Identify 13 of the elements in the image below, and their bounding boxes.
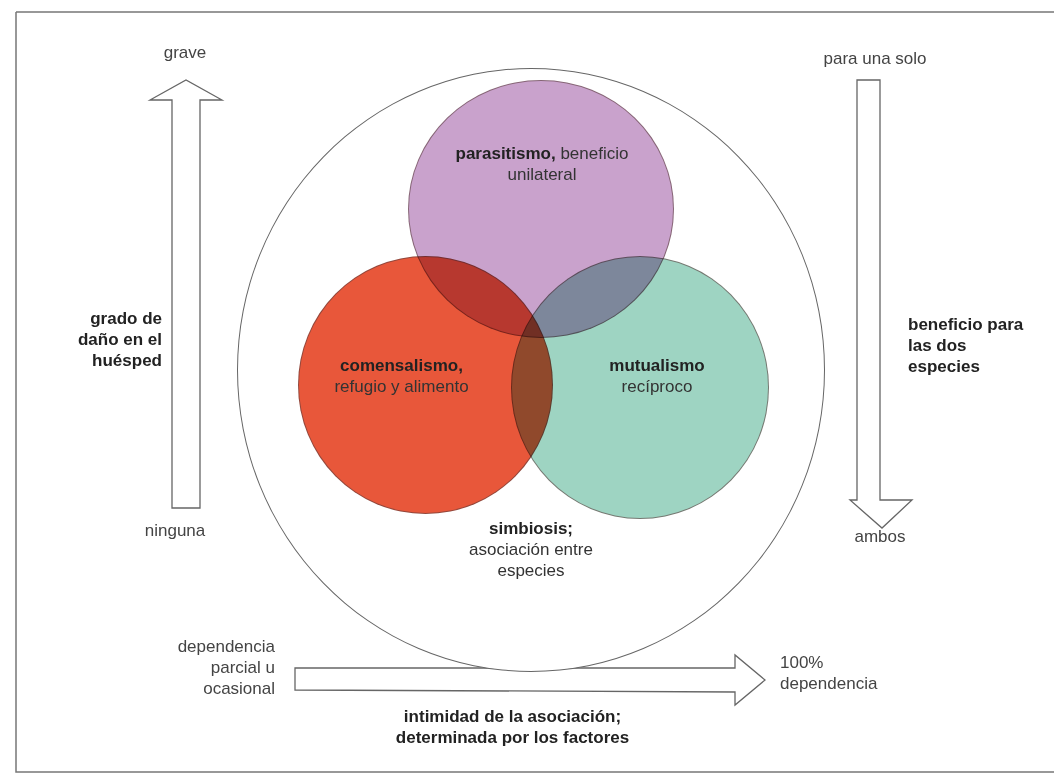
scale-label: dependencia parcial u ocasional [176,636,275,699]
circle-label: comensalismo, refugio y alimento [334,355,469,397]
scale-label: para una solo [822,48,928,69]
axis-title: beneficio para las dos especies [908,314,1025,377]
scale-label: ninguna [143,520,207,541]
scale-label: grave [162,42,208,63]
axis-title: grado de daño en el huésped [76,308,162,371]
circle-label: parasitismo, beneficio unilateral [454,143,630,185]
scale-label: 100% dependencia [780,652,879,694]
scale-label: ambos [853,526,907,547]
circle-label: simbiosis; asociación entre especies [468,518,594,581]
circle-label: mutualismo recíproco [608,355,706,397]
axis-title: intimidad de la asociación; determinada por los factores [394,706,631,748]
